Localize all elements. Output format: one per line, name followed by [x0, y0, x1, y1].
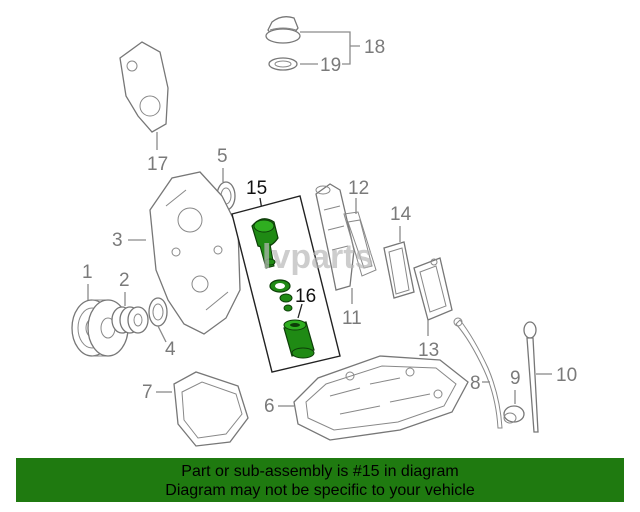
callout-19: 19: [320, 55, 341, 76]
banner-line-2: Diagram may not be specific to your vehi…: [165, 482, 475, 499]
callout-7: 7: [142, 382, 153, 403]
watermark-logo: lvparts: [262, 238, 374, 276]
info-banner: Part or sub-assembly is #15 in diagram D…: [16, 458, 624, 502]
callout-4: 4: [165, 339, 176, 360]
part-19-seal-ring[interactable]: [268, 57, 298, 71]
callout-9: 9: [510, 368, 521, 389]
callout-8: 8: [470, 373, 481, 394]
callout-16: 16: [295, 286, 316, 307]
part-12-oil-cooler[interactable]: [315, 183, 355, 291]
part-11-gasket[interactable]: [343, 211, 377, 277]
callout-15: 15: [246, 178, 267, 199]
part-6-upper-oil-pan[interactable]: [293, 355, 469, 441]
part-10-dipstick[interactable]: [523, 321, 539, 433]
callout-18: 18: [364, 37, 385, 58]
part-15-filter-housing-cap[interactable]: [251, 218, 279, 269]
leader-4: [157, 325, 167, 343]
callout-11: 11: [342, 308, 362, 329]
callout-10: 10: [556, 365, 577, 386]
part-17-cover[interactable]: [119, 41, 169, 133]
part-9-adapter[interactable]: [503, 405, 525, 424]
part-4-seal[interactable]: [148, 297, 168, 327]
part-2-gear[interactable]: [111, 306, 149, 334]
part-13-housing[interactable]: [413, 257, 453, 321]
callout-5: 5: [217, 146, 228, 167]
callout-14: 14: [390, 204, 412, 225]
callout-13: 13: [418, 340, 439, 361]
part-15-o-rings[interactable]: [269, 279, 293, 312]
leader-16: [297, 303, 303, 319]
callout-12: 12: [348, 178, 369, 199]
callout-6: 6: [264, 396, 275, 417]
callout-2: 2: [119, 270, 130, 291]
leader-18: [300, 31, 360, 65]
part-8-dipstick-tube[interactable]: [453, 317, 503, 429]
callout-17: 17: [147, 154, 168, 175]
part-18-filler-cap[interactable]: [265, 16, 301, 44]
part-14-gasket[interactable]: [383, 241, 415, 299]
callout-3: 3: [112, 230, 123, 251]
parts-diagram: 18 19 17 5 3 1 2: [71, 16, 577, 447]
part-3-timing-cover[interactable]: [149, 171, 241, 335]
callout-1: 1: [82, 262, 93, 283]
part-16-oil-filter-element[interactable]: [283, 319, 315, 359]
part-7-lower-oil-pan[interactable]: [173, 371, 249, 447]
banner-line-1: Part or sub-assembly is #15 in diagram: [181, 463, 459, 480]
